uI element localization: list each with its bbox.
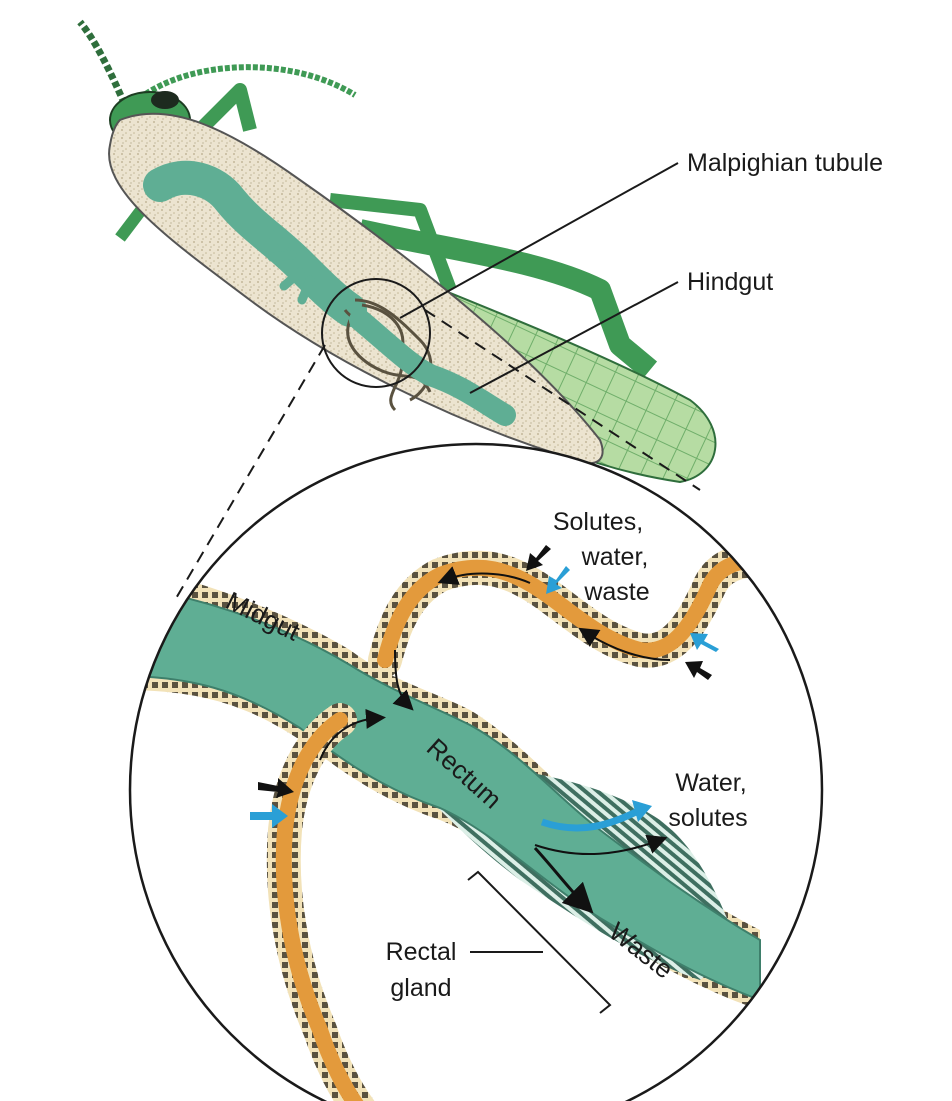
solutes-label-1: Solutes, bbox=[553, 508, 643, 536]
rectal-gland-label-1: Rectal bbox=[386, 938, 457, 966]
water-label-1: Water, bbox=[675, 769, 746, 797]
malpighian-tubule-label: Malpighian tubule bbox=[687, 149, 883, 177]
hindgut-label: Hindgut bbox=[687, 268, 773, 296]
rectal-gland-label-2: gland bbox=[390, 974, 451, 1002]
grasshopper-illustration bbox=[80, 22, 715, 482]
eye bbox=[151, 91, 179, 109]
antenna bbox=[80, 22, 128, 112]
solutes-label-3: waste bbox=[583, 578, 649, 606]
front-leg bbox=[200, 90, 250, 130]
water-label-2: solutes bbox=[668, 804, 747, 832]
solutes-label-2: water, bbox=[581, 543, 649, 571]
